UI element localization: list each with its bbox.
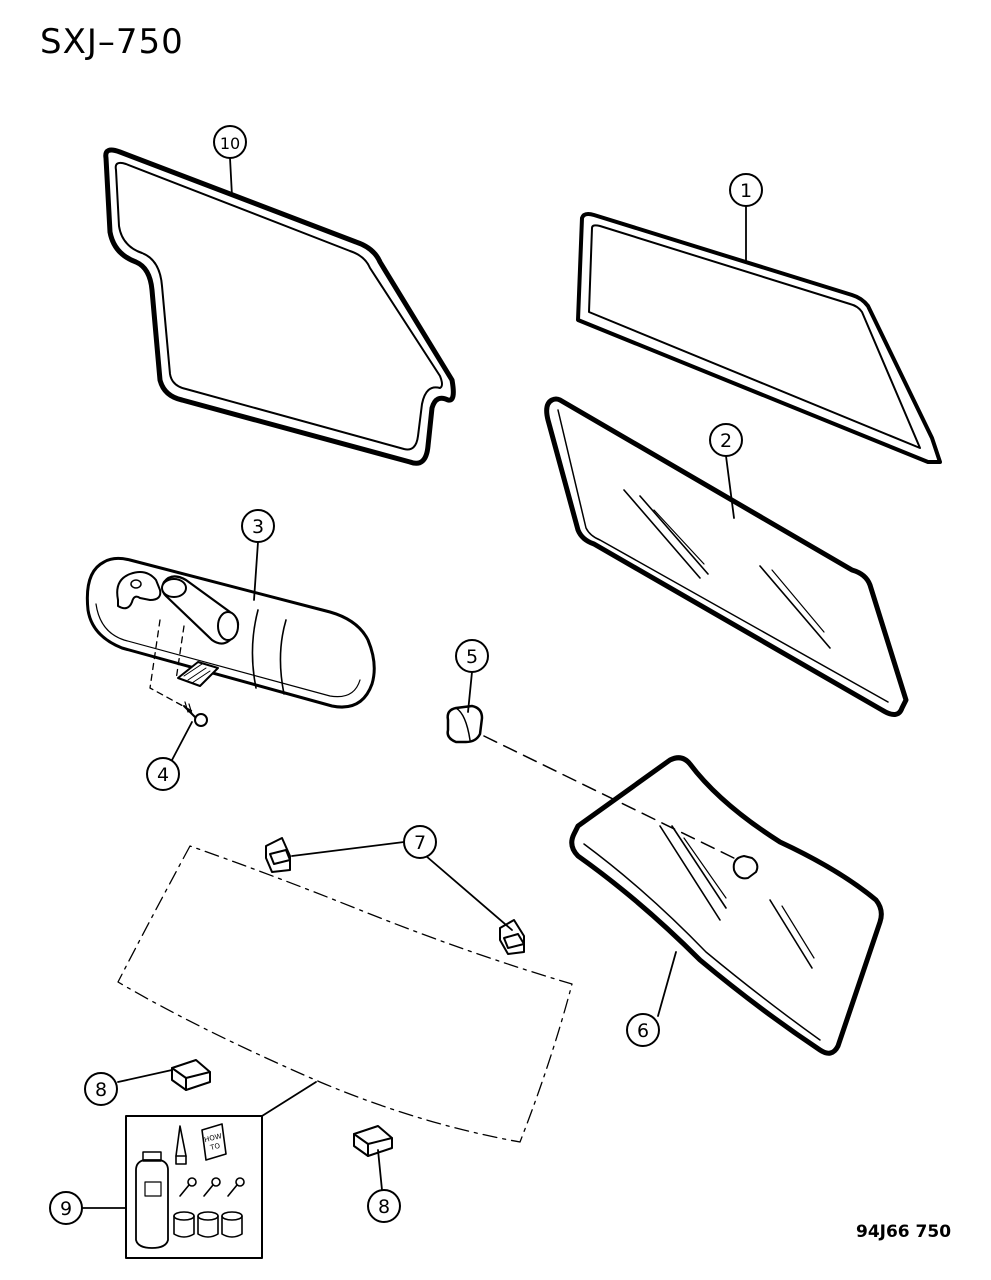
windshield-outline (117, 845, 573, 1143)
callout-circle-10 (213, 125, 247, 159)
callout-label-8a: 8 (95, 1079, 107, 1101)
liftgate-seal (103, 147, 456, 466)
callout-label-6: 6 (637, 1020, 649, 1042)
spacer-clip-lower (499, 919, 525, 955)
callout-circle-3 (241, 509, 275, 543)
window-weatherstrip (576, 212, 942, 464)
callout-label-10: 10 (220, 134, 240, 153)
callout-circle-4 (146, 757, 180, 791)
callout-label-9: 9 (60, 1198, 72, 1220)
installation-kit (125, 1115, 263, 1259)
callout-label-8b: 8 (378, 1196, 390, 1218)
window-glass (544, 396, 909, 717)
callout-circle-1 (729, 173, 763, 207)
callout-label-7: 7 (414, 832, 426, 854)
callout-circle-7 (403, 825, 437, 859)
callout-label-5: 5 (466, 646, 478, 668)
callout-label-1: 1 (740, 180, 752, 202)
support-block-left (171, 1059, 211, 1091)
windshield-glass (569, 755, 884, 1056)
mirror-button (446, 704, 484, 744)
callout-circle-9 (49, 1191, 83, 1225)
callout-circle-2 (709, 423, 743, 457)
support-block-right (353, 1125, 393, 1157)
callout-label-4: 4 (157, 764, 169, 786)
diagram-title: SXJ–750 (40, 22, 184, 62)
mirror-screw (183, 701, 208, 727)
rear-view-mirror (85, 556, 376, 709)
mirror-guide-lines (149, 619, 195, 713)
callout-label-3: 3 (252, 516, 264, 538)
callout-circle-6 (626, 1013, 660, 1047)
callout-circle-5 (455, 639, 489, 673)
diagram-code: 94J66 750 (856, 1222, 952, 1242)
spacer-clip-upper (265, 837, 291, 873)
callout-label-2: 2 (720, 430, 732, 452)
leader-lines (81, 157, 747, 1209)
callout-circle-8a (84, 1072, 118, 1106)
kit-booklet-text-2: TO (209, 1142, 222, 1152)
callout-circle-8b (367, 1189, 401, 1223)
